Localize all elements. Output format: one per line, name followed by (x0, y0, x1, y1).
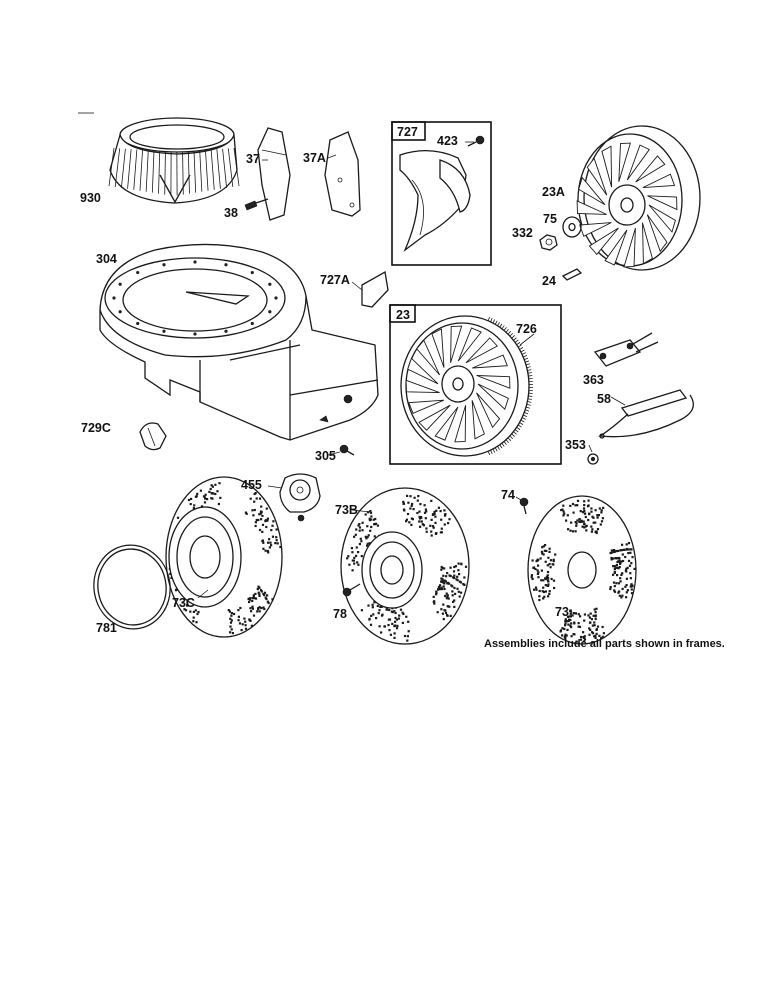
part-37-baffle (257, 127, 291, 221)
label-38: 38 (224, 206, 238, 220)
label-78: 78 (333, 607, 347, 621)
label-781: 781 (96, 621, 117, 635)
frame-727-tab (391, 121, 426, 141)
assembly-note: Assemblies include all parts shown in fr… (484, 638, 725, 650)
part-38-screw (244, 198, 269, 211)
label-930: 930 (80, 191, 101, 205)
label-37: 37 (246, 152, 260, 166)
label-729c: 729C (81, 421, 111, 435)
part-58-wire (597, 389, 694, 439)
label-37a: 37A (303, 151, 326, 165)
part-363-terminal (593, 332, 659, 367)
frame-23 (389, 304, 562, 465)
part-332-nut (539, 234, 558, 251)
label-423: 423 (437, 134, 458, 148)
label-73c: 73C (172, 596, 195, 610)
label-363: 363 (583, 373, 604, 387)
label-726: 726 (516, 322, 537, 336)
label-353: 353 (565, 438, 586, 452)
label-727a: 727A (320, 273, 350, 287)
part-24-key (561, 268, 583, 281)
part-353-nut (587, 453, 599, 465)
part-455-starter-clutch (279, 473, 321, 522)
part-305-screw (339, 444, 355, 456)
part-23-flywheel (400, 315, 533, 457)
part-930-screen (108, 117, 240, 204)
part-727a-clip (361, 270, 389, 308)
part-729c-grommet (139, 422, 167, 451)
part-23a-flywheel (576, 125, 701, 271)
part-73b-pulley (340, 487, 470, 645)
part-73-screen (527, 495, 637, 645)
part-74-screw (519, 497, 529, 515)
part-727-air-guide (399, 150, 471, 252)
part-423-screw (467, 135, 485, 147)
label-305: 305 (315, 449, 336, 463)
label-58: 58 (597, 392, 611, 406)
label-74: 74 (501, 488, 515, 502)
frame-727 (391, 121, 492, 266)
part-304-blower-housing (99, 243, 379, 441)
label-73b: 73B (335, 503, 358, 517)
part-781-ring (93, 544, 171, 630)
label-304: 304 (96, 252, 117, 266)
part-37a-baffle (324, 131, 361, 217)
label-455: 455 (241, 478, 262, 492)
label-23a: 23A (542, 185, 565, 199)
label-24: 24 (542, 274, 556, 288)
label-75: 75 (543, 212, 557, 226)
frame-23-tab (389, 304, 416, 323)
part-73c-rotating-screen (165, 476, 283, 638)
leader-lines (197, 141, 626, 599)
label-73: 73 (555, 605, 569, 619)
label-23: 23 (396, 308, 410, 322)
part-75-washer (562, 216, 582, 238)
label-727: 727 (397, 125, 418, 139)
label-332: 332 (512, 226, 533, 240)
part-78-screw (342, 583, 361, 597)
